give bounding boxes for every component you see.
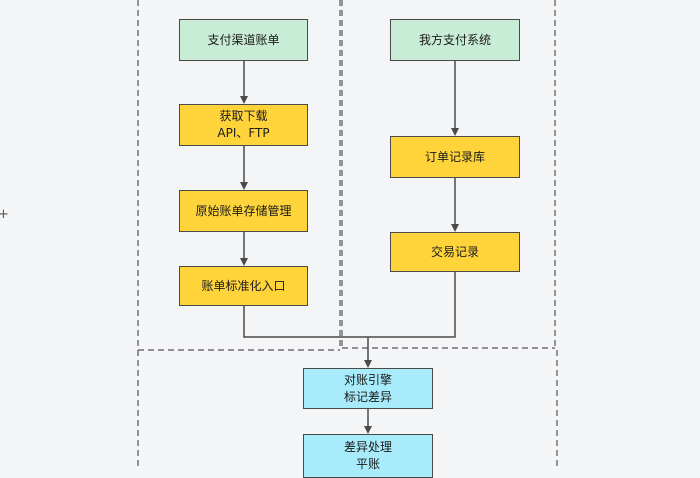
node-channel-bill: 支付渠道账单 xyxy=(179,19,308,61)
node-difference-handling-line1: 差异处理 xyxy=(343,440,392,454)
node-raw-storage-label: 原始账单存储管理 xyxy=(195,203,292,218)
node-reconcile-engine: 对账引擎 标记差异 xyxy=(303,368,433,409)
node-channel-bill-label: 支付渠道账单 xyxy=(207,32,280,47)
node-reconcile-engine-line2: 标记差异 xyxy=(343,389,392,404)
dashed-region-bottom xyxy=(137,350,558,470)
node-difference-handling: 差异处理 平账 xyxy=(303,434,433,478)
node-order-db: 订单记录库 xyxy=(390,136,520,178)
node-our-system: 我方支付系统 xyxy=(390,19,520,61)
node-order-db-label: 订单记录库 xyxy=(424,149,485,164)
node-standardize-label: 账单标准化入口 xyxy=(201,278,286,293)
node-standardize: 账单标准化入口 xyxy=(179,266,308,306)
node-our-system-label: 我方支付系统 xyxy=(418,32,491,47)
connector-left-merge xyxy=(243,306,368,338)
node-transactions-label: 交易记录 xyxy=(430,244,479,259)
node-transactions: 交易记录 xyxy=(390,232,520,272)
node-reconcile-engine-line1: 对账引擎 xyxy=(343,372,392,387)
node-fetch-download-line2: API、FTP xyxy=(217,126,270,140)
crosshair-marker: + xyxy=(0,207,9,222)
node-fetch-download-line1: 获取下载 xyxy=(219,109,268,123)
dashed-region-right xyxy=(341,0,556,349)
node-raw-storage: 原始账单存储管理 xyxy=(179,190,308,232)
node-fetch-download: 获取下载 API、FTP xyxy=(179,104,308,146)
dashed-region-left xyxy=(137,0,341,351)
connector-right-merge xyxy=(368,272,456,338)
node-difference-handling-line2: 平账 xyxy=(355,457,380,471)
